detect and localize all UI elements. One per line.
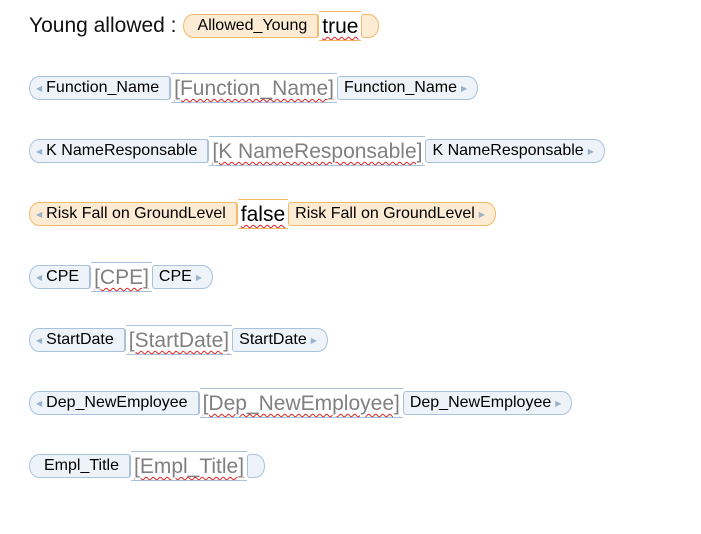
tag-label: CPE (158, 268, 192, 285)
content-control-value[interactable]: [Dep_NewEmployee] (199, 388, 403, 418)
content-control-row: Young allowed : Allowed_Young true (29, 11, 380, 41)
content-control-start-tag[interactable]: ◀StartDate (29, 328, 126, 352)
tag-label: Risk Fall on GroundLevel (295, 205, 475, 222)
content-control-row: ◀Dep_NewEmployee[Dep_NewEmployee]Dep_New… (29, 388, 573, 418)
content-control-end-tag[interactable]: Risk Fall on GroundLevel▶ (288, 202, 496, 226)
tag-label: Dep_NewEmployee (409, 394, 552, 411)
content-control-value[interactable]: [Empl_Title] (130, 451, 248, 481)
content-control-start-tag[interactable]: ◀Risk Fall on GroundLevel (29, 202, 238, 226)
tag-label: Risk Fall on GroundLevel (46, 205, 226, 222)
content-control-value[interactable]: true (319, 11, 362, 41)
arrow-left-icon: ◀ (36, 83, 43, 93)
arrow-left-icon: ◀ (36, 146, 43, 156)
arrow-right-icon: ▶ (555, 398, 562, 408)
tag-label: K NameResponsable (432, 142, 584, 159)
value-text: [Empl_Title] (133, 455, 245, 478)
tag-label: Allowed_Young (197, 17, 308, 34)
content-control-start-tag[interactable]: Empl_Title (29, 454, 131, 478)
tag-label: CPE (46, 268, 80, 285)
content-control-row: Empl_Title [Empl_Title] (29, 451, 266, 481)
arrow-right-icon: ▶ (587, 146, 594, 156)
content-control-start-tag[interactable]: Allowed_Young (182, 14, 320, 38)
arrow-right-icon: ▶ (478, 209, 485, 219)
content-control-start-tag[interactable]: ◀K NameResponsable (29, 139, 210, 163)
arrow-left-icon: ◀ (36, 209, 43, 219)
arrow-left-icon: ◀ (36, 272, 43, 282)
content-control-row: ◀StartDate[StartDate]StartDate▶ (29, 325, 328, 355)
content-control-start-tag[interactable]: ◀Dep_NewEmployee (29, 391, 200, 415)
content-control-value[interactable]: [K NameResponsable] (209, 136, 426, 166)
content-control-row: ◀CPE[CPE]CPE▶ (29, 262, 213, 292)
content-control-value[interactable]: [StartDate] (125, 325, 233, 355)
tag-label: Function_Name (46, 79, 160, 96)
arrow-right-icon: ▶ (195, 272, 202, 282)
content-control-end-tag[interactable]: K NameResponsable▶ (425, 139, 605, 163)
lead-label: Young allowed : (29, 14, 177, 37)
content-control-value[interactable]: [CPE] (91, 262, 152, 292)
content-control-end-tag[interactable]: StartDate▶ (232, 328, 328, 352)
content-control-start-tag[interactable]: ◀CPE (29, 265, 92, 289)
tag-label: Empl_Title (44, 457, 119, 474)
content-control-end-tag[interactable]: Dep_NewEmployee▶ (402, 391, 573, 415)
tag-label: Function_Name (344, 79, 457, 96)
value-text: [K NameResponsable] (212, 140, 423, 163)
content-control-value[interactable]: false (237, 199, 289, 229)
value-text: [StartDate] (128, 329, 230, 352)
content-control-row: ◀Function_Name[Function_Name]Function_Na… (29, 73, 479, 103)
value-text: false (240, 203, 286, 226)
tag-label: Dep_NewEmployee (46, 394, 188, 411)
content-control-start-tag[interactable]: ◀Function_Name (29, 76, 172, 100)
content-control-end-tag[interactable]: Function_Name▶ (337, 76, 479, 100)
tag-label: StartDate (239, 331, 307, 348)
value-text: [CPE] (94, 266, 149, 289)
arrow-left-icon: ◀ (36, 335, 43, 345)
content-control-end-tag[interactable]: CPE▶ (151, 265, 213, 289)
arrow-right-icon: ▶ (310, 335, 317, 345)
value-text: [Function_Name] (174, 77, 335, 100)
tag-label: StartDate (46, 331, 114, 348)
tag-label: K NameResponsable (46, 142, 198, 159)
content-control-value[interactable]: [Function_Name] (171, 73, 338, 103)
arrow-left-icon: ◀ (36, 398, 43, 408)
content-control-end-tag[interactable] (247, 454, 266, 478)
content-control-end-tag[interactable] (361, 14, 380, 38)
value-text: [Dep_NewEmployee] (202, 392, 400, 415)
value-text: true (322, 15, 359, 38)
arrow-right-icon: ▶ (460, 83, 468, 93)
content-control-row: ◀K NameResponsable[K NameResponsable]K N… (29, 136, 605, 166)
